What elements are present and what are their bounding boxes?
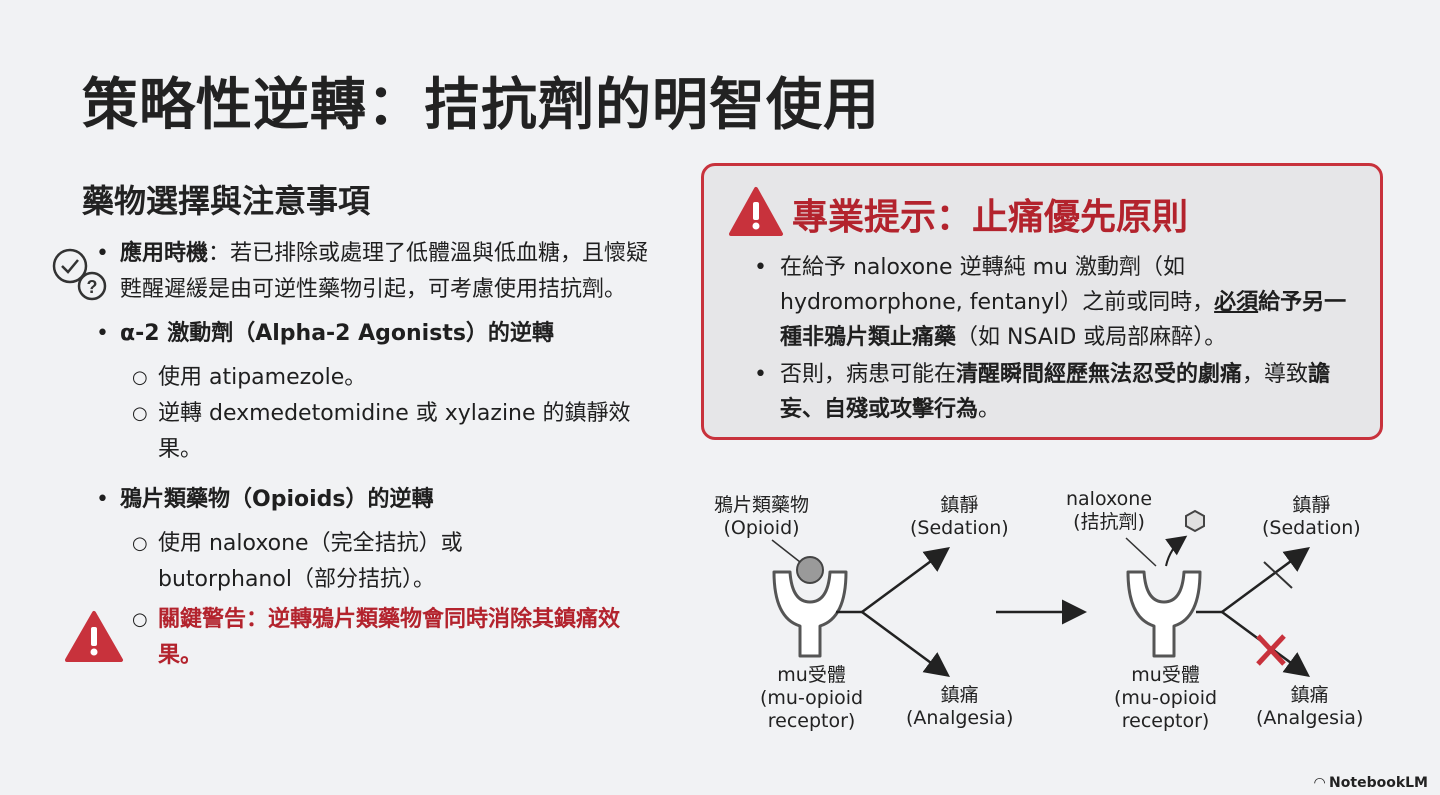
alpha-item: ○使用 atipamezole。 xyxy=(132,365,367,390)
left-column: 藥物選擇與注意事項 • 應用時機：若已排除或處理了低體溫與低血糖，且懷疑甦醒遲緩… xyxy=(82,176,662,674)
opioid-heading: 鴉片類藥物（Opioids）的逆轉 xyxy=(120,487,434,512)
check-question-icon: ? xyxy=(52,248,107,301)
opioid-bullet: • 鴉片類藥物（Opioids）的逆轉 xyxy=(96,487,434,512)
mu-receptor-shape xyxy=(772,570,848,658)
callout-bullet-1: •在給予 naloxone 逆轉純 mu 激動劑（如 hydromorphone… xyxy=(754,255,1347,350)
callout-bullet-2: •否則，病患可能在清醒瞬間經歷無法忍受的劇痛，導致譫妄、自殘或攻擊行為。 xyxy=(754,362,1331,422)
analgesia-label: 鎮痛(Analgesia) xyxy=(1256,684,1364,729)
naloxone-molecule xyxy=(1185,509,1205,533)
naloxone-label: naloxone(拮抗劑) xyxy=(1066,488,1153,533)
callout-body: •在給予 naloxone 逆轉純 mu 激動劑（如 hydromorphone… xyxy=(754,250,1354,429)
brand-watermark: ◠NotebookLM xyxy=(1314,775,1428,791)
pro-tip-callout: 專業提示：止痛優先原則 •在給予 naloxone 逆轉純 mu 激動劑（如 h… xyxy=(701,163,1383,440)
warning-icon xyxy=(729,187,783,236)
diagram-graphics xyxy=(771,509,1311,677)
svg-text:?: ? xyxy=(87,277,98,297)
timing-label: 應用時機 xyxy=(120,241,209,266)
notebooklm-icon: ◠ xyxy=(1314,775,1326,791)
sedation-label: 鎮靜(Sedation) xyxy=(910,494,1009,539)
section-subtitle: 藥物選擇與注意事項 xyxy=(82,182,371,220)
alpha-item: ○逆轉 dexmedetomidine 或 xylazine 的鎮靜效果。 xyxy=(132,401,631,462)
mu-receptor-shape xyxy=(1126,570,1202,658)
alpha-bullet: • α-2 激動劑（Alpha-2 Agonists）的逆轉 xyxy=(96,321,554,346)
alpha-heading: α-2 激動劑（Alpha-2 Agonists）的逆轉 xyxy=(120,321,554,346)
callout-heading: 專業提示：止痛優先原則 xyxy=(792,197,1189,238)
timing-text: ：若已排除或處理了低體溫與低血糖，且懷疑甦醒遲緩是由可逆性藥物引起，可考慮使用拮… xyxy=(120,241,649,302)
opioid-label: 鴉片類藥物(Opioid) xyxy=(714,494,810,539)
warning-item: ○關鍵警告：逆轉鴉片類藥物會同時消除其鎮痛效果。 xyxy=(132,607,621,668)
timing-bullet: • 應用時機：若已排除或處理了低體溫與低血糖，且懷疑甦醒遲緩是由可逆性藥物引起，… xyxy=(96,241,649,302)
opioid-item: ○使用 naloxone（完全拮抗）或 butorphanol（部分拮抗）。 xyxy=(132,531,463,592)
analgesia-label: 鎮痛(Analgesia) xyxy=(906,684,1014,729)
opioid-molecule xyxy=(796,556,824,584)
sedation-label: 鎮靜(Sedation) xyxy=(1262,494,1361,539)
warning-icon xyxy=(65,611,123,662)
page-title: 策略性逆轉：拮抗劑的明智使用 xyxy=(82,73,880,138)
